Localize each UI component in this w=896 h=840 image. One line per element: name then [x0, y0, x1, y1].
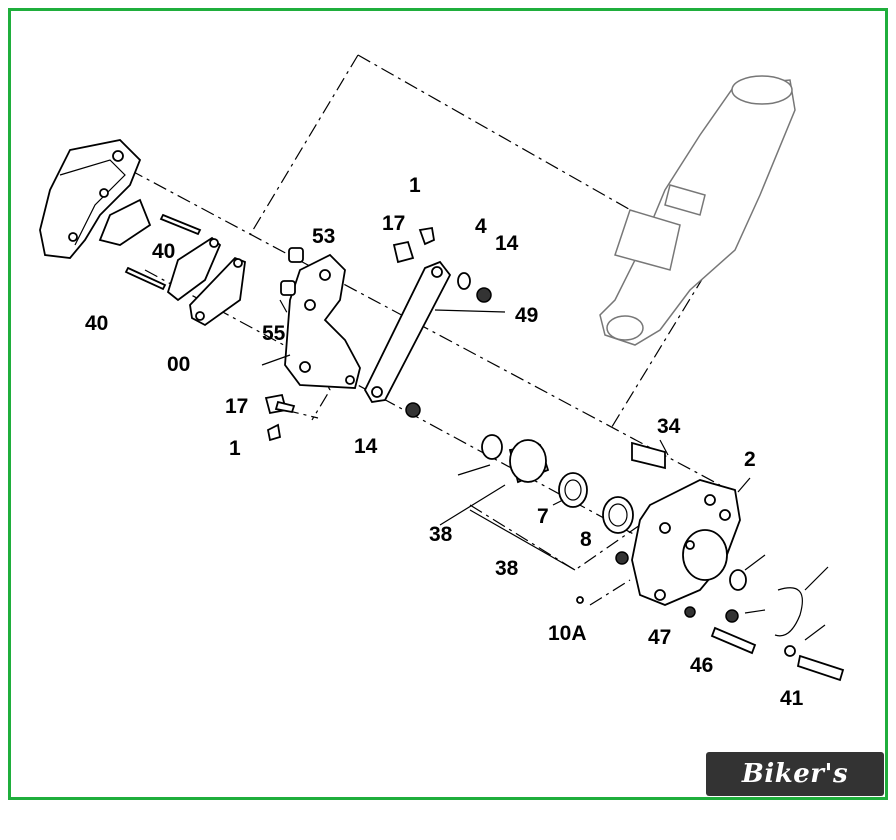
label-1-top: 1 — [409, 174, 421, 197]
label-46: 46 — [690, 654, 713, 677]
label-40-lower: 40 — [85, 312, 108, 335]
caliper-bracket — [261, 253, 361, 389]
label-41: 41 — [780, 687, 804, 710]
pins-40 — [124, 213, 202, 291]
label-17-top: 17 — [382, 212, 405, 235]
brake-link-00 — [166, 236, 246, 327]
spacers — [280, 247, 304, 296]
axle-34 — [631, 439, 669, 470]
label-47: 47 — [648, 626, 671, 649]
label-55: 55 — [262, 322, 286, 345]
label-38-a: 38 — [429, 523, 453, 546]
small-hardware — [264, 226, 492, 442]
label-53: 53 — [312, 225, 335, 248]
store-watermark: Biker's Store — [706, 752, 884, 833]
label-2: 2 — [744, 448, 756, 471]
torque-arm-49 — [363, 260, 506, 403]
label-40-upper: 40 — [152, 240, 175, 263]
label-14-top: 14 — [495, 232, 519, 255]
label-10a: 10A — [548, 622, 587, 645]
label-7: 7 — [537, 505, 549, 528]
brake-backing-plate — [39, 139, 152, 259]
bearings-and-seals — [439, 434, 634, 571]
caliper-body-2 — [631, 477, 766, 606]
caliper-hardware — [576, 551, 845, 682]
label-17-bottom: 17 — [225, 395, 248, 418]
fork-leg-illustration — [599, 75, 796, 346]
label-1-bottom: 1 — [229, 437, 241, 460]
label-34: 34 — [657, 415, 681, 438]
label-49: 49 — [515, 304, 538, 327]
label-00: 00 — [167, 353, 190, 376]
label-4: 4 — [475, 215, 487, 238]
watermark-text: Biker's Store — [741, 759, 849, 833]
part-number-labels: 1 17 4 14 53 40 40 00 55 49 17 1 14 34 2… — [85, 174, 804, 710]
exploded-parts-diagram: 1 17 4 14 53 40 40 00 55 49 17 1 14 34 2… — [39, 54, 845, 710]
label-38-b: 38 — [495, 557, 519, 580]
label-8: 8 — [580, 528, 592, 551]
label-14-bottom: 14 — [354, 435, 378, 458]
